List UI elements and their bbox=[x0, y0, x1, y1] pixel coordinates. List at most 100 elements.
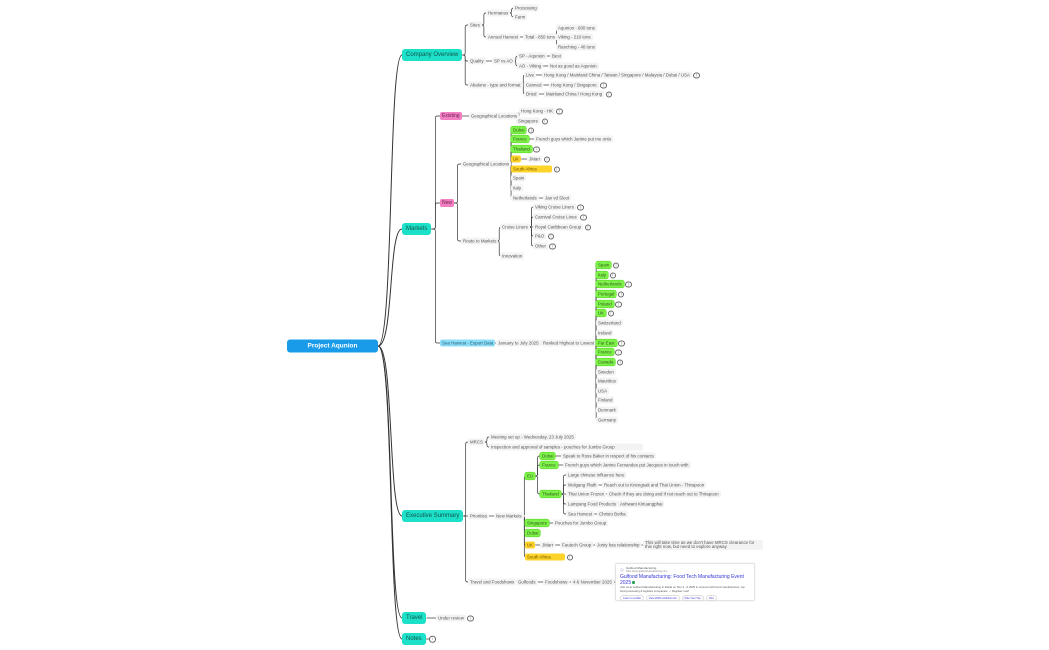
info-icon[interactable]: i bbox=[625, 281, 632, 288]
node-mrcs-item[interactable]: Meeting set up - Wednesday, 23 July 2025 bbox=[489, 433, 576, 441]
info-icon[interactable]: i bbox=[617, 291, 625, 298]
card-link[interactable]: Visit bbox=[705, 595, 717, 602]
node-export-country[interactable]: USA bbox=[596, 387, 610, 395]
node-location[interactable]: Netherlands bbox=[511, 194, 539, 202]
node-export-country[interactable]: Finland bbox=[596, 396, 615, 404]
info-icon[interactable]: i bbox=[543, 156, 551, 163]
node-ao[interactable]: AO - Viking bbox=[517, 62, 544, 70]
node-mrcs[interactable]: MRCS bbox=[468, 438, 485, 446]
info-icon[interactable]: i bbox=[429, 635, 436, 643]
topic-travel[interactable]: Travel bbox=[402, 612, 427, 624]
node-thailand-note[interactable]: Ashwant Kiriuangphai bbox=[618, 500, 665, 508]
node-hermanus[interactable]: Hermanus bbox=[486, 9, 511, 17]
node-singapore[interactable]: Singapore bbox=[525, 519, 550, 527]
node-thailand-note[interactable]: Check if they are doing and if not reach… bbox=[607, 490, 721, 498]
info-icon[interactable]: i bbox=[556, 108, 563, 115]
node-priorities[interactable]: Priorities bbox=[468, 512, 490, 520]
node-format[interactable]: Canned bbox=[524, 81, 544, 89]
node-thailand-item[interactable]: Thai Union Frozen bbox=[566, 490, 607, 498]
root-node[interactable]: Project Aqunion bbox=[287, 339, 378, 353]
node-export-period[interactable]: January to July 2025 bbox=[496, 339, 541, 347]
node-location-note[interactable]: Jan vd Sloot bbox=[543, 194, 572, 202]
node-format-markets[interactable]: Hong Kong / Mainland China / Taiwan / Si… bbox=[542, 71, 700, 79]
node-export-data[interactable]: Sea Harvest - Export Data bbox=[440, 339, 496, 347]
card-link[interactable]: View 2025 exhibitors list bbox=[645, 595, 680, 602]
info-icon[interactable]: i bbox=[693, 72, 700, 79]
info-icon[interactable]: i bbox=[541, 118, 549, 125]
node-annual-harvest[interactable]: Annual Harvest bbox=[486, 33, 521, 41]
info-icon[interactable]: i bbox=[616, 359, 624, 366]
node-export-country[interactable]: Sweden bbox=[596, 368, 616, 376]
node-thailand-item[interactable]: Wolgang Plath bbox=[566, 481, 599, 489]
node-uk[interactable]: UK bbox=[525, 541, 536, 549]
info-icon[interactable]: i bbox=[577, 204, 584, 211]
node-uk-note[interactable]: This will take time as we don't have MRC… bbox=[643, 540, 763, 551]
info-icon[interactable]: i bbox=[580, 214, 587, 221]
info-icon[interactable]: i bbox=[609, 272, 617, 279]
info-icon[interactable]: i bbox=[607, 310, 615, 317]
node-export-country[interactable]: Denmark bbox=[596, 406, 618, 414]
node-harvest[interactable]: Ranching - 40 tons bbox=[556, 43, 597, 51]
node-gulfoods[interactable]: Gulfoods bbox=[516, 578, 538, 586]
topic-markets[interactable]: Markets bbox=[402, 223, 432, 235]
node-france-note[interactable]: French guys which Janine Fernandes put J… bbox=[563, 461, 691, 469]
node-cruise-liners[interactable]: Cruise Liners bbox=[500, 223, 530, 231]
info-icon[interactable]: i bbox=[549, 243, 556, 250]
node-thailand-item[interactable]: Sea Harvest bbox=[566, 510, 595, 518]
info-icon[interactable]: i bbox=[615, 349, 622, 356]
node-export-country[interactable]: Ireland bbox=[596, 329, 614, 337]
topic-notes[interactable]: Notes bbox=[402, 633, 426, 645]
node-eu[interactable]: EU bbox=[525, 472, 536, 480]
info-icon[interactable]: i bbox=[553, 166, 560, 173]
info-icon[interactable]: i bbox=[467, 615, 474, 622]
topic-company-overview[interactable]: Company Overview bbox=[402, 49, 463, 61]
node-geo-locations[interactable]: Geographical Locations bbox=[461, 160, 512, 168]
node-thailand-note[interactable]: Reach out to Kriengsak and Thai Union - … bbox=[602, 481, 707, 489]
node-travel-foodshows[interactable]: Travel and Foodshows bbox=[468, 578, 517, 586]
info-icon[interactable]: i bbox=[612, 262, 620, 269]
info-icon[interactable]: i bbox=[527, 127, 535, 134]
node-location[interactable]: Spain bbox=[511, 174, 527, 182]
node-geo-locations[interactable]: Geographical Locations bbox=[469, 112, 520, 120]
info-icon[interactable]: i bbox=[605, 91, 613, 98]
card-title-link[interactable]: Gulfood Manufacturing: Food Tech Manufac… bbox=[620, 574, 750, 586]
node-mrcs-item[interactable]: Inspection and approval of samples - pou… bbox=[489, 443, 643, 451]
node-export-country[interactable]: Switzerland bbox=[596, 319, 623, 327]
node-location[interactable]: France bbox=[511, 135, 529, 143]
node-location[interactable]: UK bbox=[511, 155, 522, 163]
node-dubai[interactable]: Dubai bbox=[525, 529, 541, 537]
node-sp[interactable]: SP - Aqunion bbox=[517, 52, 547, 60]
node-ao-note[interactable]: Not as good as Aqunion bbox=[548, 62, 599, 70]
info-icon[interactable]: i bbox=[600, 82, 607, 89]
node-singapore-note[interactable]: Pouches for Jumbo Group bbox=[553, 519, 609, 527]
card-link[interactable]: Plan Your Trip bbox=[681, 595, 704, 602]
node-uk-contact[interactable]: JMarr bbox=[540, 541, 556, 549]
node-total-harvest[interactable]: Total - 850 tons bbox=[523, 33, 558, 41]
node-foodshows[interactable]: Foodshows bbox=[543, 578, 570, 586]
node-export-country[interactable]: Mauritius bbox=[596, 377, 618, 385]
node-abalone[interactable]: Abalone - type and format bbox=[468, 81, 523, 89]
node-new-markets[interactable]: New Markets bbox=[494, 512, 524, 520]
node-processing[interactable]: Processing bbox=[513, 4, 539, 12]
node-export-country[interactable]: Germany bbox=[596, 416, 619, 424]
node-dubai-note[interactable]: Speak to Ross Baker in respect of his co… bbox=[561, 452, 656, 460]
node-sp-vs-ao[interactable]: SP vs AO bbox=[492, 57, 515, 65]
